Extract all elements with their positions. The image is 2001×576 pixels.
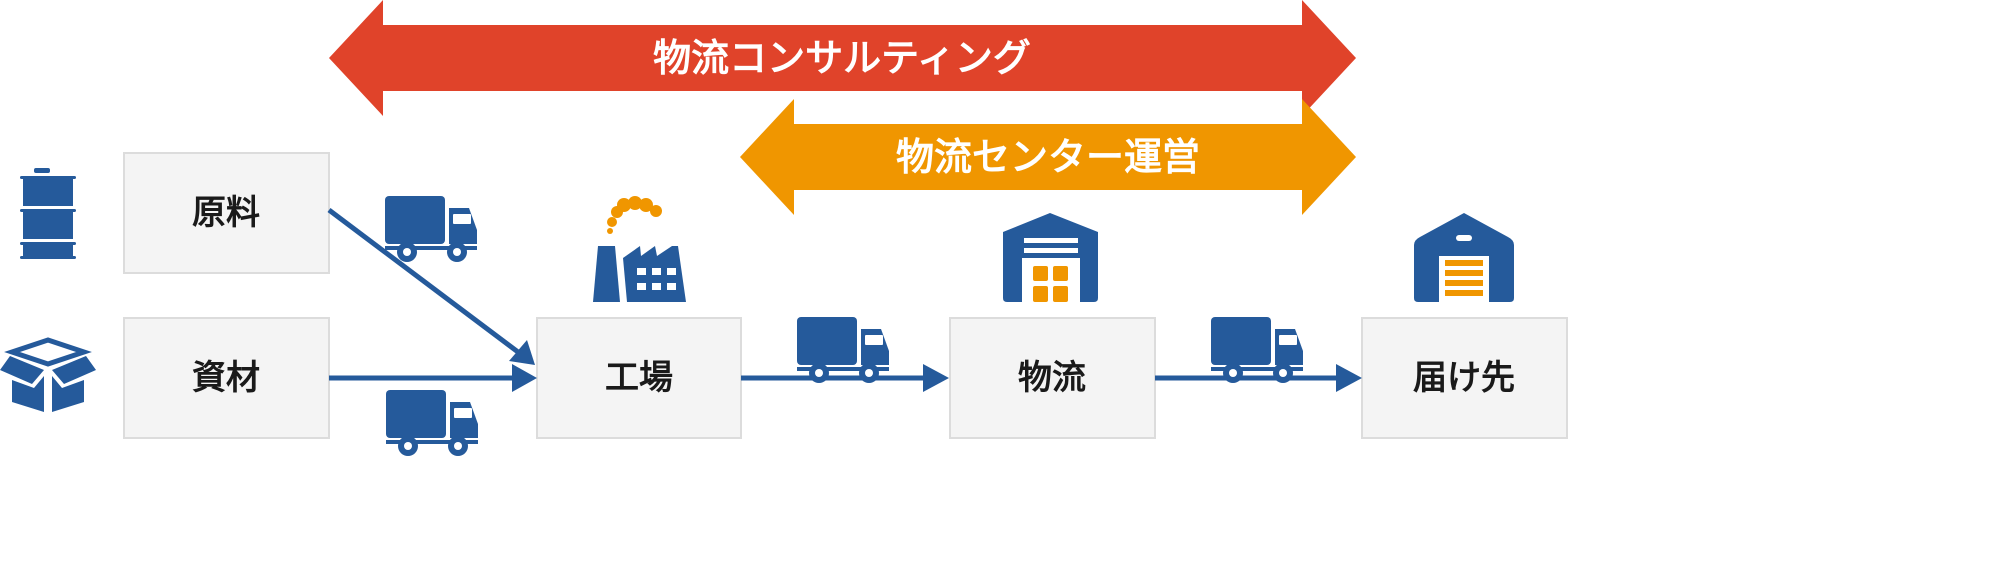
flow-arrow-logistics-to-destination [1155, 364, 1362, 392]
truck-icon [797, 317, 889, 383]
flow-arrow-materials-to-factory [329, 364, 537, 392]
center-operation-label: 物流センター運営 [896, 135, 1200, 179]
consulting-banner-arrow: 物流コンサルティング [329, 0, 1356, 116]
node-destination: 届け先 [1361, 317, 1568, 439]
factory-label: 工場 [605, 358, 673, 398]
destination-building-icon [1414, 213, 1514, 302]
smoke-icon [607, 196, 662, 234]
logistics-label: 物流 [1018, 358, 1086, 398]
raw-material-label: 原料 [192, 193, 260, 233]
node-materials: 資材 [123, 317, 330, 439]
destination-label: 届け先 [1413, 358, 1515, 398]
warehouse-icon [1003, 213, 1098, 302]
truck-icon [386, 390, 478, 456]
node-raw-material: 原料 [123, 152, 330, 274]
node-factory: 工場 [536, 317, 742, 439]
consulting-label: 物流コンサルティング [653, 36, 1031, 80]
factory-icon [593, 196, 686, 302]
truck-icon [385, 196, 477, 262]
truck-icon [1211, 317, 1303, 383]
open-box-icon [0, 337, 96, 412]
oil-drum-icon [20, 168, 76, 259]
flow-arrow-factory-to-logistics [741, 364, 949, 392]
flow-arrow-raw-to-factory [327, 208, 535, 365]
center-operation-banner-arrow: 物流センター運営 [740, 99, 1356, 215]
node-logistics: 物流 [949, 317, 1156, 439]
materials-label: 資材 [192, 358, 260, 398]
